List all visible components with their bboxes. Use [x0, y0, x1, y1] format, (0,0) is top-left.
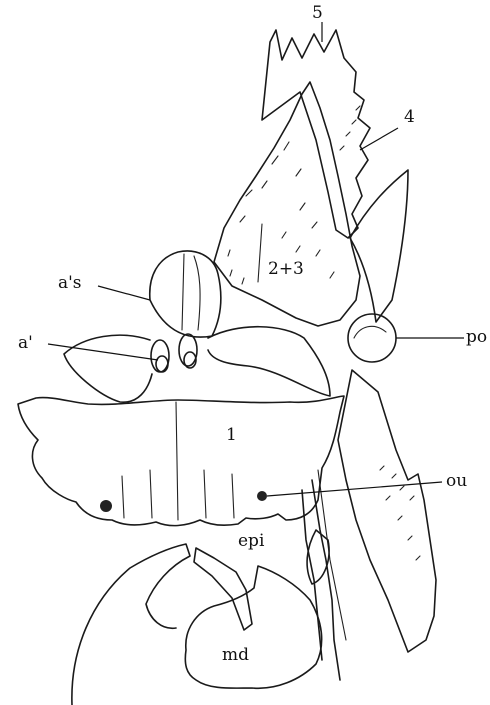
- right-claw: [350, 170, 408, 322]
- po-inner: [354, 326, 386, 338]
- a-prime-left-inner: [156, 356, 168, 372]
- mandible-md: [185, 566, 321, 688]
- a-s-lobe: [150, 251, 221, 337]
- label-po: po: [466, 327, 487, 347]
- left-lateral-fold: [64, 335, 152, 402]
- label-md: md: [222, 645, 249, 665]
- leader-a-prime: [48, 344, 158, 360]
- a-prime-right: [179, 334, 197, 366]
- left-eye: [100, 500, 112, 512]
- label-epi: epi: [238, 531, 265, 551]
- leader-4: [360, 128, 398, 150]
- segment-4-5-outline: [262, 30, 370, 238]
- segment-2-3-outline: [214, 82, 360, 326]
- label-4: 4: [404, 107, 415, 127]
- label-ou: ou: [446, 471, 467, 491]
- central-stalk: [312, 480, 340, 680]
- right-lateral-fold: [208, 327, 330, 396]
- body-midline: [176, 402, 178, 520]
- leader-ou: [267, 482, 442, 496]
- right-leg: [338, 370, 436, 652]
- ou-eye: [257, 491, 267, 501]
- label-5: 5: [312, 3, 323, 23]
- epi-structure: [194, 548, 252, 630]
- body-segment-1: [18, 396, 344, 526]
- label-a-prime: a': [18, 333, 33, 353]
- leader-a-s: [98, 286, 150, 300]
- label-2-3: 2+3: [268, 259, 304, 279]
- a-s-midline: [182, 254, 184, 330]
- segment-2-3-inner-line: [258, 224, 262, 282]
- label-1: 1: [226, 425, 237, 445]
- po-structure: [348, 314, 396, 362]
- label-a-s: a's: [58, 273, 82, 293]
- mandible-left: [72, 544, 190, 705]
